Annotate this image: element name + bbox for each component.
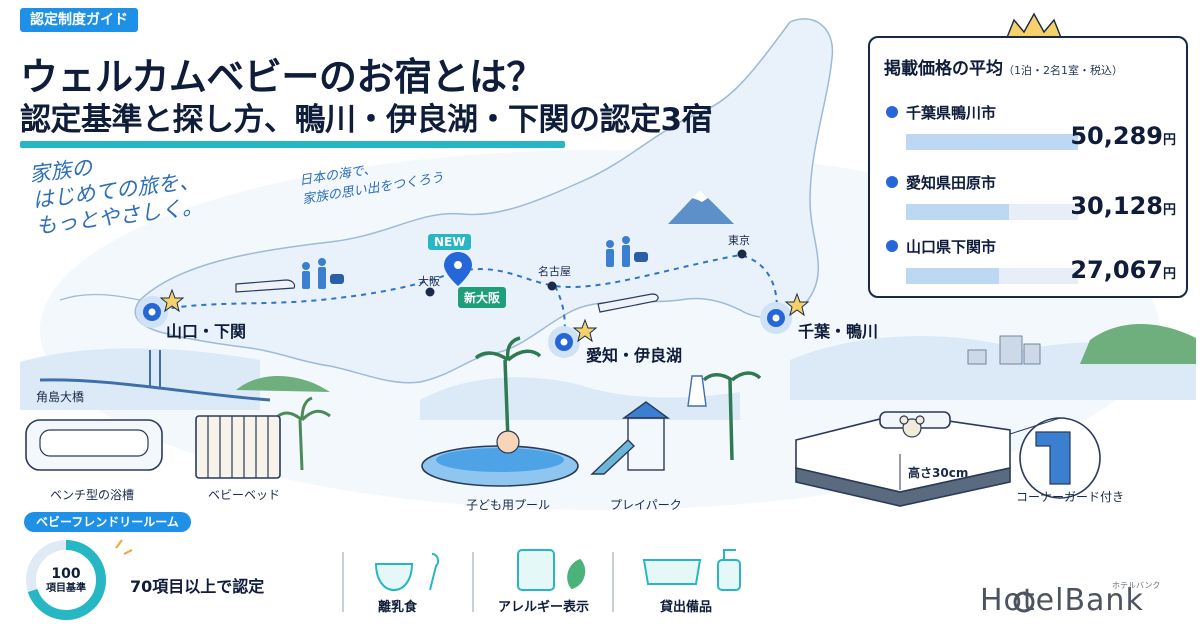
donut-center-label: 100 項目基準 — [36, 566, 96, 596]
page-subtitle: 認定基準と探し方、鴨川・伊良湖・下関の認定3宿 — [20, 102, 713, 138]
bench-bathtub-icon — [25, 419, 163, 471]
city-label-nagoya: 名古屋 — [538, 265, 571, 278]
price-bar-fill — [906, 134, 1078, 150]
price-bar-track — [906, 268, 1078, 284]
bullet-dot-icon — [886, 106, 898, 118]
location-label-irago: 愛知・伊良湖 — [586, 346, 683, 365]
price-bar-track — [906, 134, 1078, 150]
kids-pool-icon — [421, 430, 579, 487]
bridge-icon — [39, 378, 271, 402]
price-row-name: 山口県下関市 — [906, 238, 997, 256]
amenity-label-baby-food: 離乳食 — [378, 600, 418, 615]
location-label-kamogawa: 千葉・鴨川 — [798, 322, 879, 341]
caption-tsunoshima-bridge: 角島大橋 — [36, 390, 85, 404]
divider — [342, 552, 344, 612]
lighthouse-icon — [687, 375, 707, 407]
price-bar-track — [906, 204, 1078, 220]
price-row-value: 50,289円 — [1070, 122, 1176, 150]
rental-items-icon — [642, 549, 741, 591]
caption-corner-guard: コーナーガード付き — [1016, 490, 1125, 504]
mount-fuji-icon — [668, 190, 734, 224]
price-currency: 円 — [1162, 203, 1176, 218]
location-marker-shimonoseki — [136, 288, 185, 328]
page-title: ウェルカムベビーのお宿とは？ — [20, 55, 544, 99]
price-currency: 円 — [1162, 267, 1176, 282]
title-underline — [20, 141, 565, 148]
price-row-name: 愛知県田原市 — [906, 174, 997, 192]
price-panel-subtitle: （1泊・2名1室・税込） — [1003, 64, 1123, 77]
caption-bed-height: 高さ30cm — [908, 466, 969, 480]
new-badge: NEW — [428, 234, 472, 250]
caption-baby-bed: ベビーベッド — [208, 488, 281, 502]
shin-osaka-badge: 新大阪 — [458, 287, 507, 308]
price-panel-title-text: 掲載価格の平均 — [884, 59, 1003, 79]
price-bar-fill — [906, 268, 999, 284]
bullet-dot-icon — [886, 176, 898, 188]
bullet-train-icon — [235, 279, 659, 313]
price-value-number: 27,067 — [1070, 256, 1163, 284]
caption-bench-bathtub: ベンチ型の浴槽 — [50, 488, 135, 502]
price-row-value: 30,128円 — [1070, 192, 1176, 220]
corner-guard-icon — [1019, 417, 1101, 499]
criteria-donut-arc — [26, 540, 106, 620]
amenity-label-rental: 貸出備品 — [660, 600, 713, 615]
price-row-value: 27,067円 — [1070, 256, 1176, 284]
location-marker-kamogawa — [760, 292, 810, 334]
baby-bed-icon — [195, 415, 281, 479]
donut-number: 100 — [51, 566, 81, 582]
city-buildings-icon — [967, 335, 1041, 365]
amenity-label-allergy: アレルギー表示 — [498, 600, 590, 615]
certification-criteria-text: 70項目以上で認定 — [130, 577, 265, 596]
average-price-panel: 掲載価格の平均（1泊・2名1室・税込） 千葉県鴨川市 50,289円 愛知県田原… — [868, 36, 1188, 298]
japan-map — [134, 18, 834, 384]
hotelbank-logo-kana: ホテルバンク — [1112, 581, 1161, 590]
price-row-kamogawa: 千葉県鴨川市 50,289円 — [884, 102, 1176, 166]
donut-sublabel: 項目基準 — [46, 583, 86, 594]
allergy-label-icon — [517, 549, 586, 591]
baby-friendly-room-band: ベビーフレンドリールーム — [24, 512, 191, 532]
divider — [472, 552, 474, 612]
price-currency: 円 — [1162, 133, 1176, 148]
city-label-osaka: 大阪 — [418, 275, 440, 288]
bullet-dot-icon — [886, 240, 898, 252]
playground-slide-icon — [590, 401, 671, 475]
city-label-tokyo: 東京 — [728, 234, 750, 247]
price-row-shimonoseki: 山口県下関市 27,067円 — [884, 236, 1176, 300]
family-icon — [302, 236, 648, 289]
price-row-tahara: 愛知県田原市 30,128円 — [884, 172, 1176, 236]
price-bar-fill — [906, 204, 1010, 220]
divider — [612, 552, 614, 612]
category-tag: 認定制度ガイド — [20, 8, 138, 32]
baby-food-icon — [374, 553, 440, 592]
location-marker-irago — [548, 318, 598, 358]
price-value-number: 50,289 — [1070, 122, 1163, 150]
logo-o-icon — [1013, 591, 1035, 613]
palm-tree-icon — [298, 419, 304, 471]
caption-kids-pool: 子ども用プール — [466, 498, 551, 512]
price-panel-title: 掲載価格の平均（1泊・2名1室・税込） — [884, 54, 1123, 79]
price-value-number: 30,128 — [1070, 192, 1163, 220]
caption-play-park: プレイパーク — [610, 498, 682, 512]
location-label-shimonoseki: 山口・下関 — [166, 322, 247, 341]
teddy-bear-icon — [899, 415, 925, 438]
price-row-name: 千葉県鴨川市 — [906, 104, 997, 122]
hotelbank-logo: HotelBank — [980, 583, 1144, 618]
